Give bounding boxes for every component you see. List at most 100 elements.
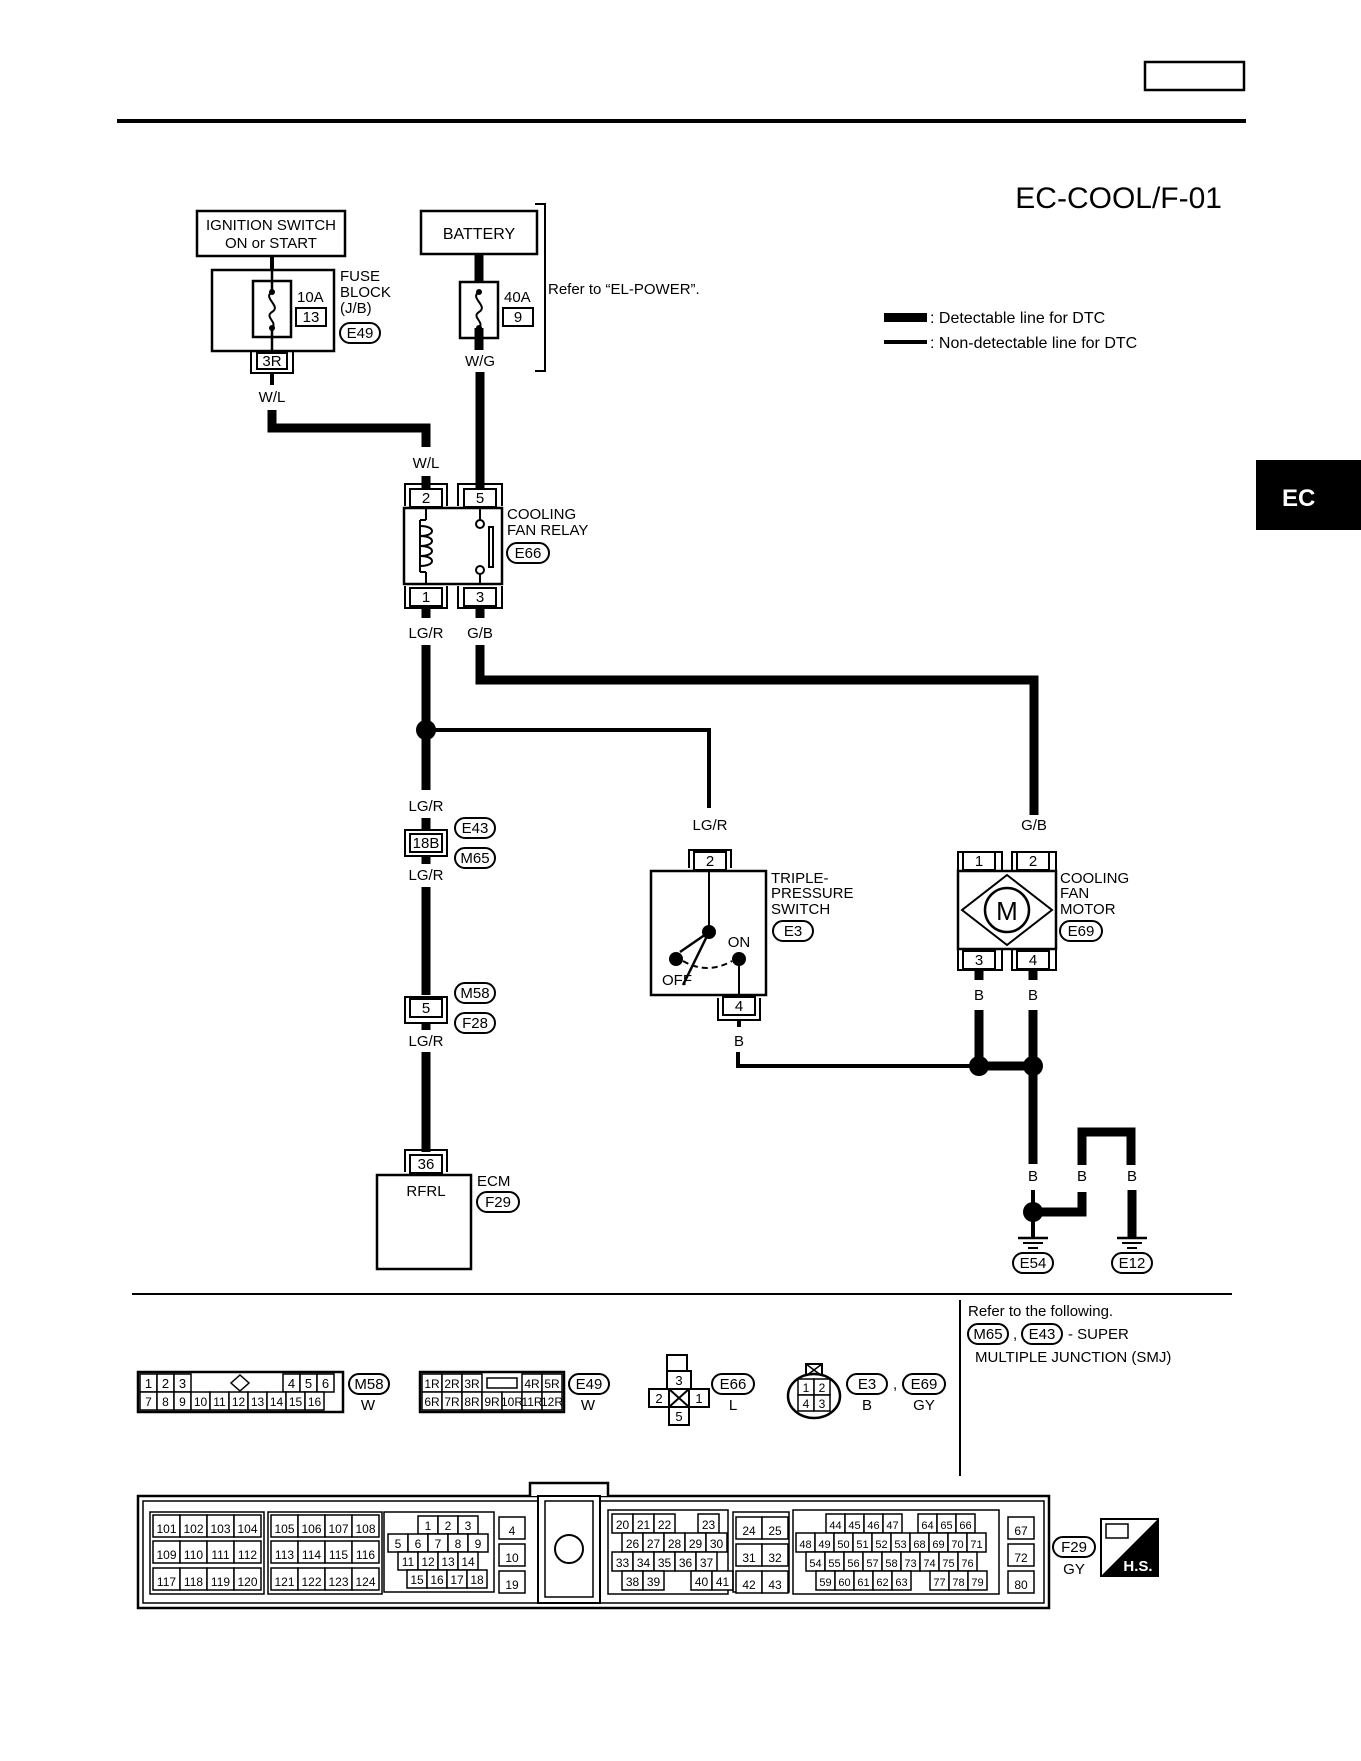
m58-pin-6: 6 [322,1376,329,1391]
relay-terminal-2: 2 [422,490,430,507]
ecm-pin-32: 32 [768,1551,782,1565]
legend-detectable-text: : Detectable line for DTC [930,310,1105,327]
ground-1-connector: E54 [1020,1255,1047,1272]
m58-pin-2: 2 [162,1376,169,1391]
ecm-pin-35: 35 [658,1556,672,1570]
e49-pin-10R: 10R [501,1395,523,1409]
ecm-pin-63-cell [891,1570,912,1591]
ecm-pin-43: 43 [768,1578,782,1592]
ecm-pin-56: 56 [847,1558,859,1570]
ecm-pin-62: 62 [876,1577,888,1589]
wire-lgr-switch-label: LG/R [692,817,727,834]
refer-note-line2: MULTIPLE JUNCTION (SMJ) [975,1349,1171,1366]
ecm-pin-78: 78 [952,1577,964,1589]
wire-ground-jumper [1077,1127,1136,1165]
ecm-pin-124: 124 [355,1575,375,1589]
ecm-signal: RFRL [406,1183,445,1200]
ecm-pin-19-cell [498,1570,526,1594]
wire-lgr-mid: LG/R [408,798,443,815]
ecm-pin-61: 61 [857,1577,869,1589]
e49-pin-7R: 7R [444,1395,460,1409]
m58-pin-8: 8 [162,1395,169,1409]
ecm-pin-27: 27 [647,1537,661,1551]
ecm-pin-105: 105 [274,1522,294,1536]
e66-view-color: L [729,1397,737,1414]
ecm-pin-2: 2 [445,1519,452,1533]
joint-upper-connector-2: M65 [460,850,489,867]
ecm-pin-13: 13 [441,1555,455,1569]
m58-pin-13: 13 [251,1395,265,1409]
ecm-pin-64: 64 [921,1520,933,1532]
e3-pin-3: 3 [819,1397,826,1411]
ecm-pin-80: 80 [1014,1578,1028,1592]
ecm-pin-76: 76 [961,1558,973,1570]
ecm-pin-72: 72 [1014,1551,1028,1565]
ecm-pin-21: 21 [637,1518,651,1532]
wire-wl [267,410,431,447]
refer-note-line1: Refer to the following. [968,1303,1113,1320]
ecm-pin-63: 63 [895,1577,907,1589]
ecm-pin-38: 38 [626,1575,640,1589]
e49-pin-8R: 8R [464,1395,480,1409]
wire-lgr-below-joint: LG/R [408,867,443,884]
fuse-block-label-2: BLOCK [340,284,391,301]
ignition-switch-label: IGNITION SWITCH [206,217,336,234]
relay-terminal-1: 1 [422,589,430,606]
ecm-terminal: 36 [418,1156,435,1173]
relay-connector: E66 [515,545,542,562]
ecm-pin-79-cell [967,1570,988,1591]
motor-terminal-2: 2 [1029,853,1037,870]
joint-upper-terminal: 18B [413,835,440,852]
ecm-pin-7: 7 [435,1537,442,1551]
ecm-block-2 [267,1511,383,1595]
ecm-pin-43-cell [761,1570,789,1594]
legend-non-detectable-line [884,340,927,344]
ecm-connector: F29 [485,1194,511,1211]
ecm-pin-6: 6 [415,1537,422,1551]
ecm-pin-3: 3 [465,1519,472,1533]
ecm-pin-124-cell [351,1567,380,1591]
m58-pin-5: 5 [305,1376,312,1391]
m58-pin-12: 12 [232,1395,246,1409]
wire-b-ground-1: B [1028,1168,1038,1185]
refer-note-dash: - SUPER [1068,1326,1129,1343]
side-tab [1256,460,1361,530]
ecm-pin-109: 109 [156,1548,176,1562]
ignition-switch-box [195,209,347,258]
e49-pin-3R: 3R [464,1377,480,1391]
ecm-pin-39-cell [642,1570,665,1591]
ecm-pin-68: 68 [913,1539,925,1551]
svg-text:,: , [1013,1326,1017,1343]
ecm-pin-75: 75 [942,1558,954,1570]
ecm-pin-112-cell [233,1540,262,1564]
switch-label-3: SWITCH [771,901,830,918]
ecm-pin-120-cell [233,1567,262,1591]
e49-pin-9R: 9R [484,1395,500,1409]
relay-body [402,506,504,586]
ecm-pin-67-cell [1007,1516,1035,1540]
f29-view-label: F29 [1061,1539,1087,1556]
relay-label: COOLING [507,506,576,523]
motor-connector: E69 [1068,923,1095,940]
ecm-pin-80-cell [1007,1570,1035,1594]
ecm-pin-112: 112 [238,1548,257,1562]
motor-symbol: M [996,896,1018,926]
ground-splice-2 [1023,1056,1043,1076]
switch-connector: E3 [784,923,802,940]
ecm-pin-79: 79 [971,1577,983,1589]
refer-el-power: Refer to “EL-POWER”. [548,281,700,298]
ecm-pin-113: 113 [275,1548,294,1562]
ecm-pin-39: 39 [647,1575,661,1589]
ecm-pin-70: 70 [951,1539,963,1551]
ecm-pin-31: 31 [742,1551,756,1565]
ecm-pin-49: 49 [818,1539,830,1551]
m58-pin-4: 4 [288,1376,295,1391]
ecm-pin-48: 48 [799,1539,811,1551]
ecm-pin-9: 9 [475,1537,482,1551]
ecm-pin-33: 33 [616,1556,630,1570]
power-bracket [535,203,546,372]
e3-pin-2: 2 [819,1381,826,1395]
e69-view-label: E69 [911,1376,938,1393]
ecm-pin-57: 57 [866,1558,878,1570]
